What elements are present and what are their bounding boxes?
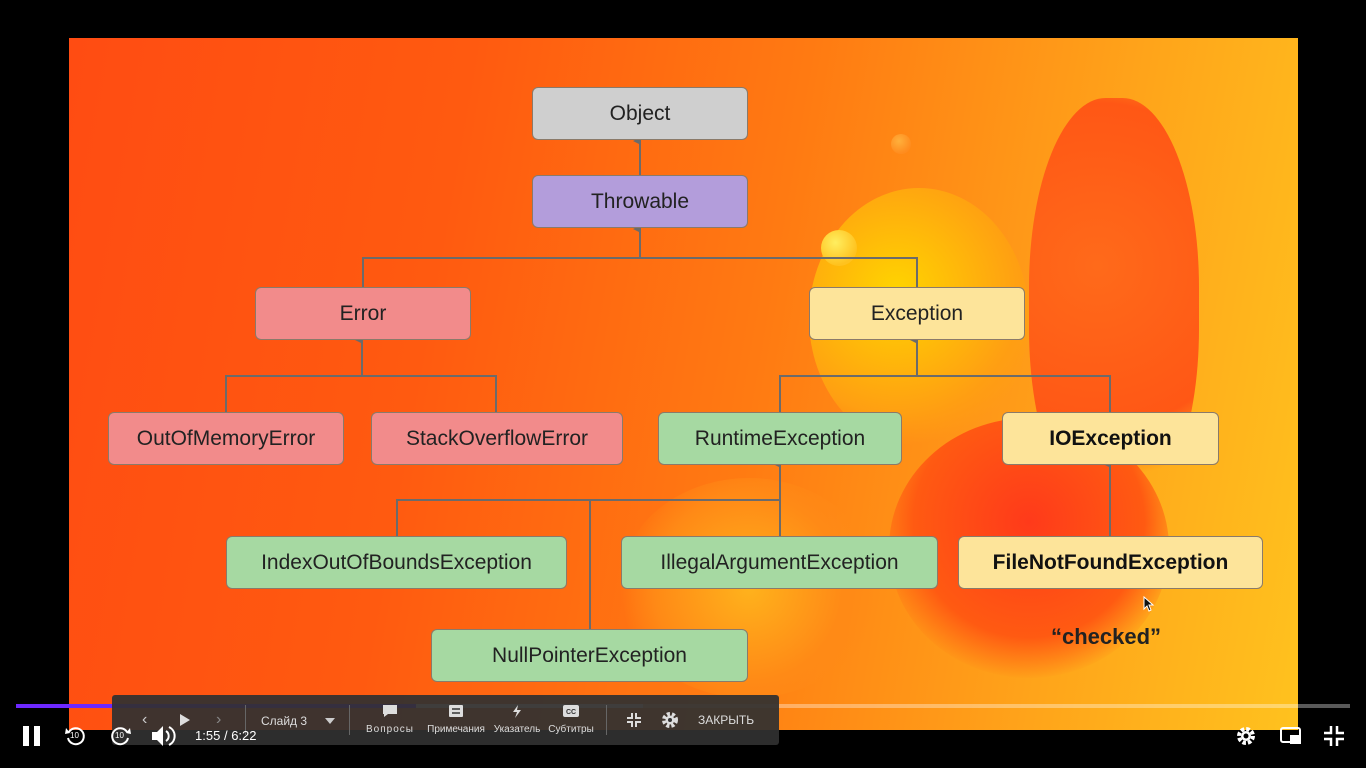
hierarchy-connectors xyxy=(225,137,1111,629)
menu-separator xyxy=(606,705,607,735)
next-slide-icon[interactable]: › xyxy=(216,711,222,728)
pause-icon[interactable] xyxy=(23,726,41,746)
notes-button[interactable]: Примечания xyxy=(426,705,486,737)
pointer-label: Указатель xyxy=(493,724,541,735)
node-illegal-argument-exception: IllegalArgumentException xyxy=(621,536,938,589)
svg-text:CC: CC xyxy=(566,709,576,716)
decorative-blob xyxy=(891,134,911,154)
slide-select-label[interactable]: Слайд 3 xyxy=(261,714,308,728)
node-io-exception: IOException xyxy=(1002,412,1219,465)
speech-bubble-icon xyxy=(383,705,397,717)
laser-pointer-icon xyxy=(513,705,521,718)
closed-captions-icon: CC xyxy=(563,705,579,717)
node-object: Object xyxy=(532,87,748,140)
exit-fullscreen-player-icon[interactable] xyxy=(1324,726,1344,746)
node-file-not-found-exception: FileNotFoundException xyxy=(958,536,1263,589)
forward-seconds-label: 10 xyxy=(115,731,124,740)
miniplayer-icon[interactable] xyxy=(1280,727,1302,745)
gear-icon[interactable] xyxy=(661,711,679,729)
playback-time: 1:55 / 6:22 xyxy=(195,728,257,743)
node-exception: Exception xyxy=(809,287,1025,340)
pointer-button[interactable]: Указатель xyxy=(492,705,542,737)
rewind-10-button[interactable]: 10 xyxy=(64,724,88,748)
play-slides-icon[interactable] xyxy=(179,714,191,726)
close-slides-button[interactable]: ЗАКРЫТЬ xyxy=(698,713,755,727)
current-time: 1:55 xyxy=(195,728,221,743)
node-stack-overflow-error: StackOverflowError xyxy=(371,412,623,465)
questions-label: Вопросы xyxy=(366,724,414,735)
subtitles-label: Субтитры xyxy=(548,724,594,735)
previous-slide-icon[interactable]: ‹ xyxy=(142,711,148,728)
node-out-of-memory-error: OutOfMemoryError xyxy=(108,412,344,465)
questions-button[interactable]: Вопросы xyxy=(364,705,416,737)
presentation-slide: Object Throwable Error Exception OutOfMe… xyxy=(69,38,1298,730)
duration: 6:22 xyxy=(231,728,257,743)
checked-annotation: “checked” xyxy=(1051,624,1162,649)
notes-label: Примечания xyxy=(427,724,485,735)
chevron-down-icon[interactable] xyxy=(325,718,335,724)
node-index-out-of-bounds-exception: IndexOutOfBoundsException xyxy=(226,536,567,589)
node-error: Error xyxy=(255,287,471,340)
volume-icon[interactable] xyxy=(152,725,176,747)
rewind-seconds-label: 10 xyxy=(70,731,79,740)
slides-control-menu: ‹ › Слайд 3 Вопросы Примечания Указатель… xyxy=(112,695,779,745)
time-separator: / xyxy=(223,728,228,743)
menu-separator xyxy=(245,705,246,735)
decorative-blob xyxy=(821,230,857,266)
rewind-icon xyxy=(65,727,85,746)
node-throwable: Throwable xyxy=(532,175,748,228)
menu-separator xyxy=(349,705,350,735)
mouse-cursor-icon xyxy=(1143,596,1155,612)
notes-icon xyxy=(449,705,463,717)
settings-gear-icon[interactable] xyxy=(1236,726,1256,746)
fast-forward-icon xyxy=(111,727,131,746)
forward-10-button[interactable]: 10 xyxy=(108,724,132,748)
node-null-pointer-exception: NullPointerException xyxy=(431,629,748,682)
exit-fullscreen-icon[interactable] xyxy=(627,713,641,727)
subtitles-button[interactable]: CC Субтитры xyxy=(548,705,594,737)
node-runtime-exception: RuntimeException xyxy=(658,412,902,465)
